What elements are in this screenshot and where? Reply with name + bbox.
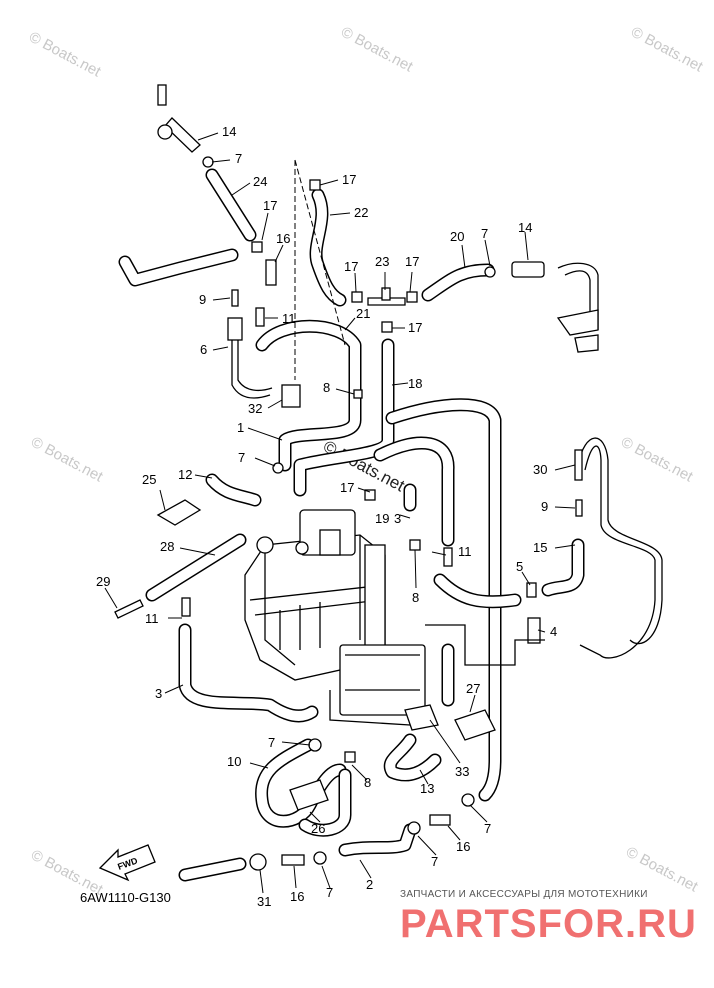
callout: 7 — [235, 151, 242, 166]
callout: 17 — [263, 198, 277, 213]
watermark-text: © Boats.net — [338, 24, 416, 76]
callout: 2 — [366, 877, 373, 892]
callout: 17 — [405, 254, 419, 269]
callout: 14 — [222, 124, 236, 139]
callout: 21 — [356, 306, 370, 321]
callout: 10 — [227, 754, 241, 769]
callout: 9 — [541, 499, 548, 514]
watermarks: © Boats.net © Boats.net © Boats.net © Bo… — [26, 24, 706, 899]
callout: 33 — [455, 764, 469, 779]
diagram-code: 6AW1110-G130 — [80, 890, 171, 905]
callout: 16 — [290, 889, 304, 904]
callout: 9 — [199, 292, 206, 307]
callout: 30 — [533, 462, 547, 477]
callout: 29 — [96, 574, 110, 589]
watermark-text: © Boats.net — [28, 434, 106, 486]
callout: 7 — [484, 821, 491, 836]
callout: 16 — [276, 231, 290, 246]
callout: 18 — [408, 376, 422, 391]
banner-logo[interactable]: PARTSFOR.RU — [400, 902, 697, 946]
banner-subtitle: ЗАПЧАСТИ И АКСЕССУАРЫ ДЛЯ МОТОТЕХНИКИ — [400, 889, 648, 900]
callout: 11 — [145, 611, 159, 626]
callout: 22 — [354, 205, 368, 220]
watermark-text: © Boats.net — [623, 844, 701, 896]
callout: 17 — [408, 320, 422, 335]
callout: 7 — [238, 450, 245, 465]
watermark-text: © Boats.net — [628, 24, 706, 76]
callout: 6 — [200, 342, 207, 357]
callout: 8 — [323, 380, 330, 395]
callout: 16 — [456, 839, 470, 854]
callout: 20 — [450, 229, 464, 244]
callout: 19 — [375, 511, 389, 526]
callout: 3 — [394, 511, 401, 526]
callout: 3 — [155, 686, 162, 701]
callout: 25 — [142, 472, 156, 487]
callout: 17 — [342, 172, 356, 187]
callout-numbers: 14 7 24 17 22 17 16 20 7 14 17 23 17 9 1… — [96, 124, 557, 909]
callout: 4 — [550, 624, 557, 639]
watermark-text: © Boats.net — [26, 29, 104, 81]
fittings: FWD — [98, 84, 599, 882]
callout: 24 — [253, 174, 267, 189]
callout: 11 — [458, 544, 472, 559]
callout: 26 — [311, 821, 325, 836]
hoses — [118, 168, 663, 882]
callout: 11 — [282, 311, 296, 326]
callout: 31 — [257, 894, 271, 909]
callout: 7 — [481, 226, 488, 241]
callout: 8 — [412, 590, 419, 605]
watermark-text: © Boats.net — [618, 434, 696, 486]
callout: 7 — [268, 735, 275, 750]
callout: 17 — [344, 259, 358, 274]
leader-lines — [104, 132, 576, 894]
callout: 15 — [533, 540, 547, 555]
callout: 23 — [375, 254, 389, 269]
callout: 12 — [178, 467, 192, 482]
callout: 17 — [340, 480, 354, 495]
vapor-separator-assembly — [244, 509, 426, 716]
callout: 7 — [326, 885, 333, 900]
callout: 5 — [516, 559, 523, 574]
callout: 7 — [431, 854, 438, 869]
callout: 14 — [518, 220, 532, 235]
callout: 13 — [420, 781, 434, 796]
callout: 1 — [237, 420, 244, 435]
callout: 8 — [364, 775, 371, 790]
callout: 28 — [160, 539, 174, 554]
callout: 27 — [466, 681, 480, 696]
callout: 32 — [248, 401, 262, 416]
